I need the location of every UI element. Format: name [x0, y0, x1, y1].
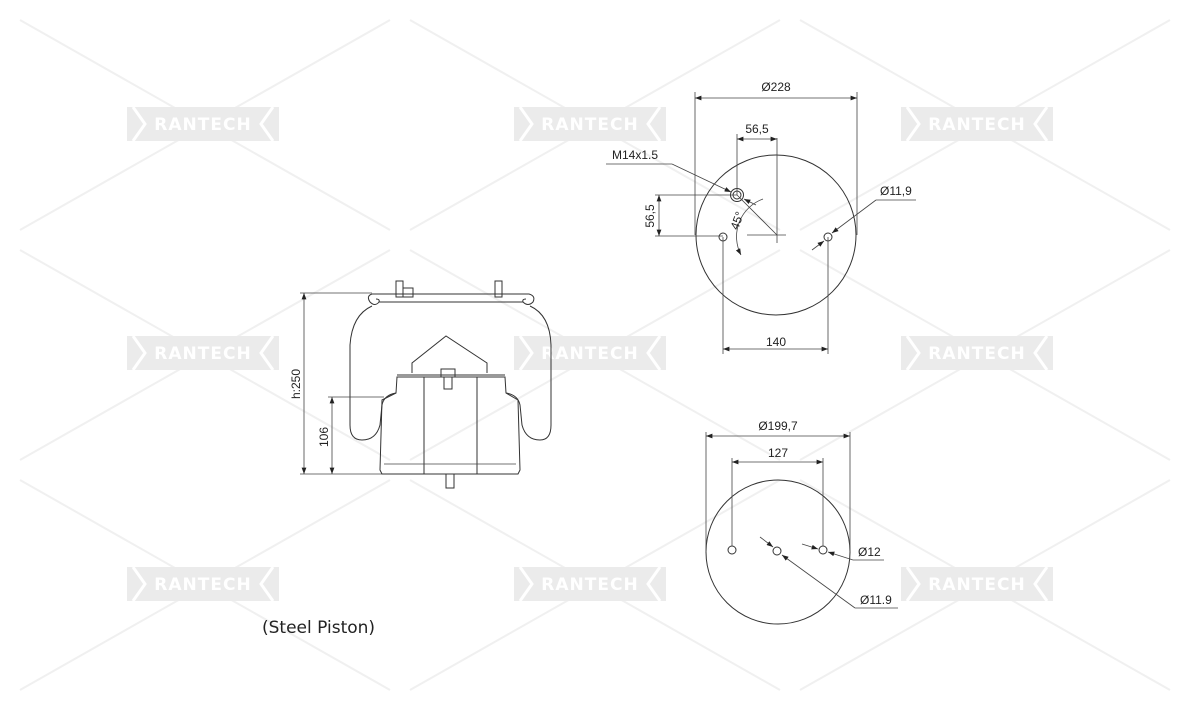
center-hole-diameter-label: Ø11.9	[860, 593, 892, 607]
bottom-plate-view: Ø199,7 127 Ø12 Ø11.9	[705, 419, 898, 625]
top-plate-view: Ø228 56,5 56,5 M14x1.5 45° Ø11,9 140	[606, 80, 916, 354]
side-view-air-spring: h:250 106	[289, 280, 552, 489]
watermark-text: RANTECH	[928, 344, 1025, 364]
piston-type-caption: (Steel Piston)	[262, 618, 376, 638]
watermark-text: RANTECH	[154, 115, 251, 135]
watermark-text: RANTECH	[541, 115, 638, 135]
side-hole-diameter-label: Ø12	[858, 545, 881, 559]
watermark-text: RANTECH	[154, 344, 251, 364]
watermark-text: RANTECH	[928, 575, 1025, 595]
bottom-hole-spacing-dimension: 127	[768, 446, 788, 460]
height-dimension: h:250	[289, 369, 303, 399]
hole-diameter-label: Ø11,9	[880, 184, 912, 198]
bottom-diameter-dimension: Ø199,7	[758, 419, 798, 433]
hole-spacing-dimension: 140	[766, 335, 786, 349]
offset-y-dimension: 56,5	[643, 204, 657, 228]
watermark-text: RANTECH	[541, 344, 638, 364]
watermark-text: RANTECH	[541, 575, 638, 595]
piston-height-dimension: 106	[317, 427, 331, 447]
watermark-text: RANTECH	[154, 575, 251, 595]
watermark-logo: RANTECH RANTECH RANTECH RANTECH RANTECH …	[125, 105, 1055, 603]
thread-label: M14x1.5	[612, 148, 658, 162]
watermark-text: RANTECH	[928, 115, 1025, 135]
top-diameter-dimension: Ø228	[761, 80, 791, 94]
angle-label: 45°	[728, 210, 747, 232]
offset-x-dimension: 56,5	[745, 122, 769, 136]
